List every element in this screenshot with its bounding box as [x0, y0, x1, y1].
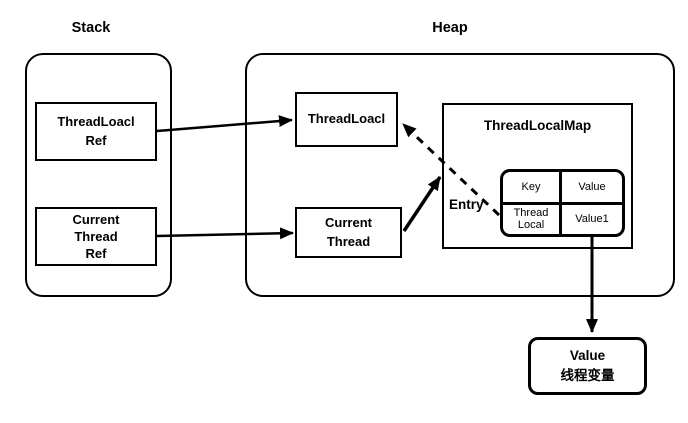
- heap-container: [245, 53, 675, 297]
- heap-label: Heap: [432, 20, 468, 36]
- entry-table-cell-value: Value: [578, 180, 606, 193]
- entry-table-data-row: Thread Local Value1: [503, 204, 622, 234]
- threadlocal-ref-box: ThreadLoacl Ref: [35, 102, 157, 161]
- entry-label: Entry: [449, 197, 484, 212]
- current-thread-ref-box: Current Thread Ref: [35, 207, 157, 266]
- entry-table-cell-threadlocal: Thread Local: [503, 204, 562, 234]
- entry-table: Key Value Thread Local Value1: [500, 169, 625, 237]
- entry-table-header-row: Key Value: [503, 172, 622, 205]
- current-thread-box: Current Thread: [295, 207, 402, 258]
- entry-table-cell-key: Key: [503, 172, 562, 202]
- stack-container: [25, 53, 172, 297]
- entry-table-cell-value1: Value1: [575, 213, 609, 226]
- stack-label: Stack: [71, 20, 111, 36]
- threadlocalmap-title: ThreadLocalMap: [483, 118, 592, 133]
- threadlocal-box: ThreadLoacl: [295, 92, 398, 147]
- value-box: Value 线程变量: [528, 337, 647, 395]
